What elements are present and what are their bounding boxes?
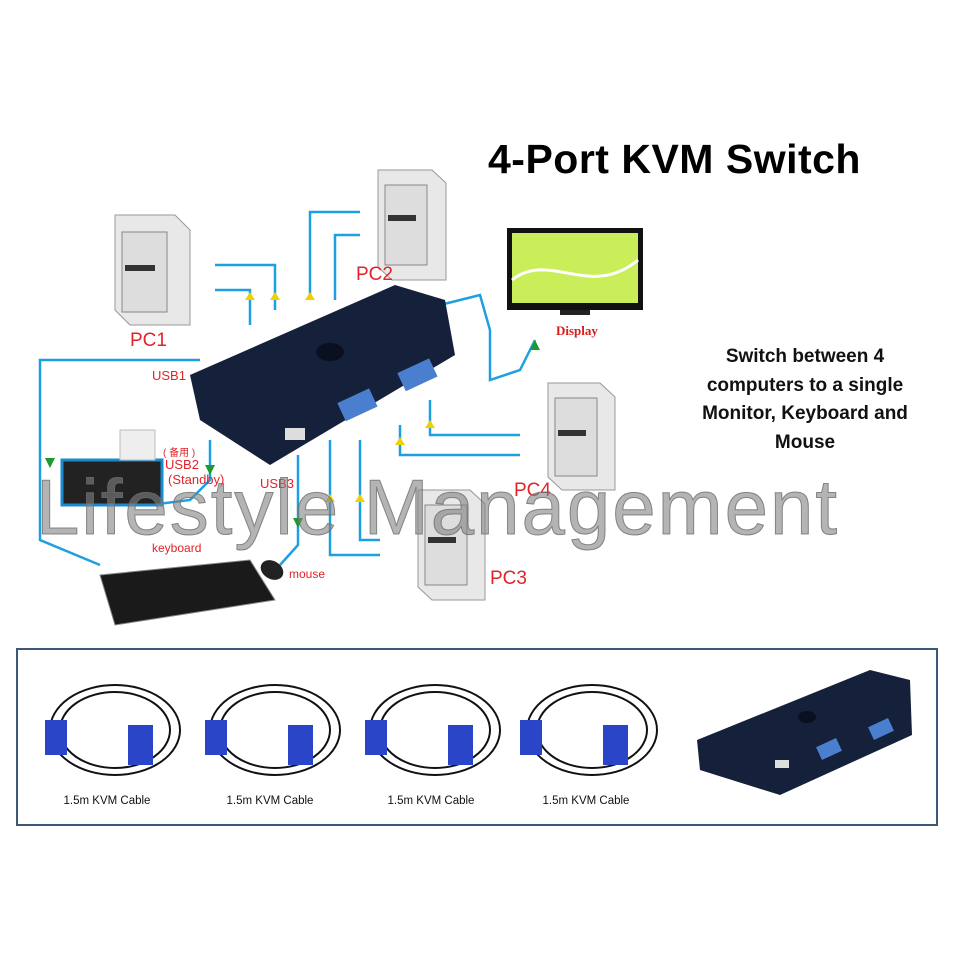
display-monitor [507, 228, 643, 315]
package-contents-frame [16, 648, 938, 826]
cable-label: 1.5m KVM Cable [63, 795, 151, 807]
cable-label: 1.5m KVM Cable [226, 795, 314, 807]
label-mouse: mouse [289, 567, 326, 581]
green-arrows [45, 340, 540, 528]
description-line: Monitor, Keyboard and [702, 403, 908, 424]
printer [60, 429, 164, 507]
keyboard [99, 559, 276, 626]
pc2-tower [377, 169, 447, 281]
label-display: Display [556, 323, 598, 338]
vga-connectors [45, 720, 628, 765]
label-usb1: USB1 [152, 368, 186, 383]
description-line: computers to a single [706, 374, 904, 396]
label-pc3: PC3 [490, 568, 527, 589]
description-line: Switch between 4 [725, 346, 885, 367]
label-pc1: PC1 [130, 330, 167, 351]
mouse [260, 560, 284, 580]
watermark: Lifestyle Management [35, 463, 840, 552]
kvm-switch-device [190, 285, 455, 465]
cable-label: 1.5m KVM Cable [387, 795, 475, 807]
label-usb2-standby: (Standby) [168, 472, 225, 487]
pc1-tower [114, 214, 191, 326]
label-keyboard: keyboard [152, 541, 202, 555]
description-line: Mouse [774, 431, 836, 453]
label-pc4: PC4 [514, 480, 551, 501]
label-usb2: USB2 [165, 457, 199, 472]
page-title: 4-Port KVM Switch [488, 136, 861, 182]
label-pc2: PC2 [356, 264, 393, 285]
cable-lines [38, 210, 537, 567]
pc3-tower [417, 489, 486, 601]
feature-description: Switch between 4 computers to a single M… [680, 343, 930, 457]
pc4-tower [547, 382, 616, 491]
cable-label: 1.5m KVM Cable [542, 795, 630, 807]
label-usb3: USB3 [260, 476, 294, 491]
kvm-switch-product-photo [697, 670, 912, 795]
label-usb2-cn: ( 备用 ) [163, 448, 196, 459]
arrow-markers [245, 292, 435, 502]
